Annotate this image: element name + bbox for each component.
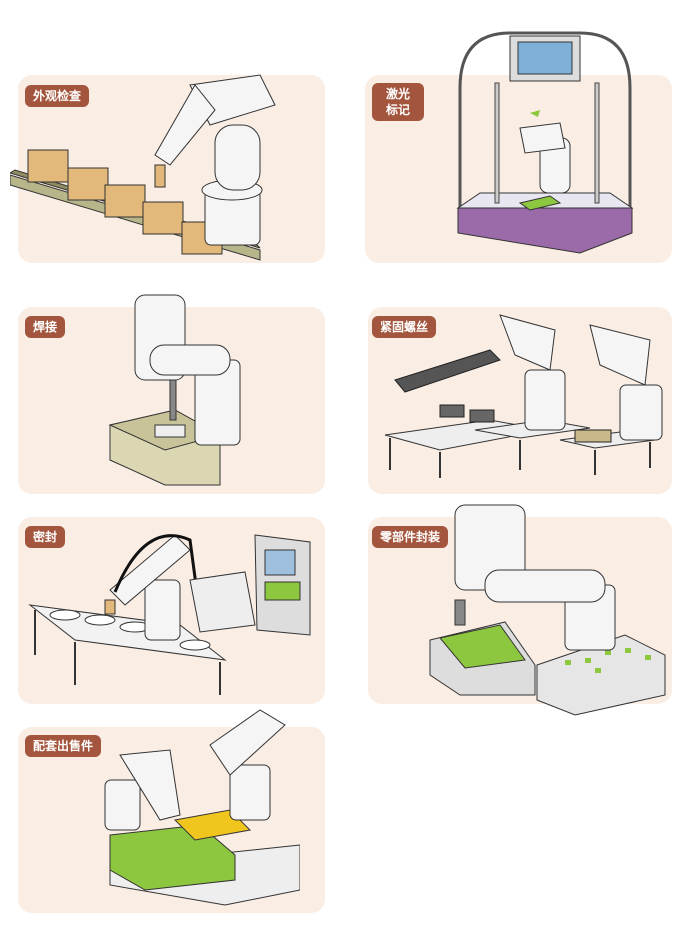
label-line-1: 激光	[386, 87, 411, 101]
label-visual-inspection: 外观检查	[25, 85, 90, 107]
illustration-kitting-robots	[104, 709, 300, 906]
illustration-scara-welding	[108, 294, 241, 486]
label-line-2: 标记	[386, 103, 411, 117]
illustration-screw-robots	[384, 314, 663, 478]
illustration-packaging-scara	[429, 504, 666, 716]
illustration-conveyor-robot	[10, 74, 276, 261]
illustration-laser-cell	[456, 31, 634, 254]
label-component-packaging: 零部件封装	[372, 526, 449, 548]
label-laser-marking: 激光 标记	[372, 83, 425, 121]
label-screw-fastening: 紧固螺丝	[372, 316, 437, 338]
illustration-sealing-robot	[28, 534, 311, 695]
label-welding: 焊接	[25, 316, 66, 338]
label-kitting: 配套出售件	[25, 735, 102, 757]
label-sealing: 密封	[25, 526, 66, 548]
